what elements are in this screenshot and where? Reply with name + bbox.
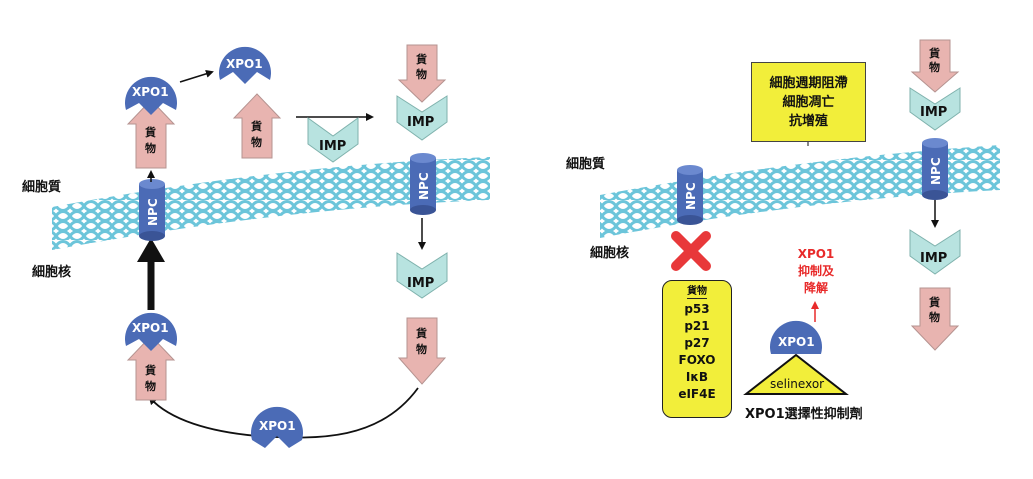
drug-label: selinexor [770, 377, 824, 391]
selinexor-drug: selinexor [743, 353, 849, 395]
right-imp-chevron-top: IMP [909, 87, 961, 131]
inhibit-line: XPO1 [797, 246, 835, 261]
imp-label: IMP [407, 276, 434, 291]
cargo-label-char-1: 貨 [929, 295, 940, 309]
xpo1-released: XPO1 [219, 46, 271, 84]
cargo-label-char-1: 貨 [416, 52, 427, 66]
cargo-label-char-2: 物 [251, 135, 262, 149]
inhibit-text: XPO1 抑制及 降解 [780, 243, 852, 299]
cargo-item: p53 [684, 302, 710, 316]
xpo1-label: XPO1 [259, 419, 296, 433]
xpo1-bound-top: XPO1 [125, 76, 177, 115]
right-cargo-arrow-nucleus: 貨 物 [910, 287, 960, 351]
xpo1-inhibited: XPO1 [770, 320, 822, 354]
right-imp-chevron-nucleus: IMP [909, 229, 961, 275]
cargo-label-char-2: 物 [416, 342, 427, 356]
right-cytoplasm-label: 細胞質 [566, 156, 605, 172]
npc-label: NPC [929, 157, 943, 185]
drug-caption: XPO1選擇性抑制劑 [745, 406, 863, 422]
cargo-label-char-1: 貨 [251, 119, 262, 133]
cargo-item: IκB [685, 370, 709, 384]
imp-chevron-nucleus: IMP [396, 252, 448, 299]
imp-label: IMP [920, 105, 947, 120]
imp-chevron-top: IMP [396, 95, 448, 141]
import-cargo-top: 貨 物 [397, 44, 447, 103]
cargo-item: p27 [684, 336, 710, 350]
npc-label: NPC [417, 172, 431, 200]
effects-box: 細胞週期阻滯 細胞凋亡 抗增殖 [751, 62, 866, 142]
release-arrow [179, 69, 214, 83]
cargo-box: 貨物 p53 p21 p27 FOXO IκB eIF4E [662, 280, 732, 418]
imp-label: IMP [920, 251, 947, 266]
cargo-arrow-lower: 貨 物 [126, 335, 176, 401]
cargo-label-char-2: 物 [929, 310, 940, 324]
left-npc-import: NPC [410, 153, 436, 215]
imp-chevron-left: IMP [307, 117, 359, 163]
left-panel: 細胞質 細胞核 NPC 貨 物 XPO1 XPO1 [22, 44, 490, 448]
cargo-arrow-nucleus: 貨 物 [397, 317, 447, 385]
right-npc-import: NPC [922, 138, 948, 200]
xpo1-bound-lower: XPO1 [125, 312, 177, 351]
effect-line: 抗增殖 [788, 113, 828, 129]
inhibit-line: 抑制及 [797, 263, 834, 278]
right-npc-export: NPC [677, 165, 703, 225]
imp-label: IMP [319, 139, 346, 154]
cargo-arrow-top: 貨 物 [126, 99, 176, 169]
cargo-arrow-released: 貨 物 [232, 93, 282, 159]
blocked-x-icon [671, 231, 711, 271]
inhibit-line: 降解 [803, 280, 828, 295]
cargo-label-char-1: 貨 [145, 363, 156, 377]
npc-label: NPC [684, 182, 698, 210]
export-arrowhead-large [137, 238, 165, 262]
cargo-item: p21 [684, 319, 710, 333]
effect-line: 細胞週期阻滯 [769, 75, 848, 91]
effect-line: 細胞凋亡 [782, 94, 835, 110]
left-nucleus-label: 細胞核 [32, 264, 71, 280]
xpo1-recycled: XPO1 [251, 406, 303, 448]
right-nucleus-label: 細胞核 [590, 245, 629, 261]
cargo-label-char-2: 物 [929, 60, 940, 74]
cargo-item: eIF4E [678, 387, 716, 401]
left-cytoplasm-label: 細胞質 [22, 179, 61, 195]
left-npc-export: NPC [139, 179, 165, 241]
cargo-item: FOXO [678, 353, 716, 367]
cargo-label-char-2: 物 [416, 67, 427, 81]
right-panel: 細胞質 細胞核 NPC selinexor XPO1 XPO1選擇性抑制劑 [566, 39, 1000, 422]
xpo1-label: XPO1 [226, 57, 263, 71]
cargo-label-char-2: 物 [145, 379, 156, 393]
cargo-label-char-2: 物 [145, 141, 156, 155]
cargo-label-char-1: 貨 [929, 46, 940, 60]
npc-label: NPC [146, 198, 160, 226]
xpo1-label: XPO1 [778, 335, 815, 349]
xpo1-label: XPO1 [132, 321, 169, 335]
cargo-label-char-1: 貨 [416, 326, 427, 340]
cargo-label-char-1: 貨 [145, 125, 156, 139]
imp-label: IMP [407, 115, 434, 130]
cargo-box-title: 貨物 [687, 286, 707, 299]
right-import-cargo-top: 貨 物 [910, 39, 960, 93]
xpo1-label: XPO1 [132, 85, 169, 99]
